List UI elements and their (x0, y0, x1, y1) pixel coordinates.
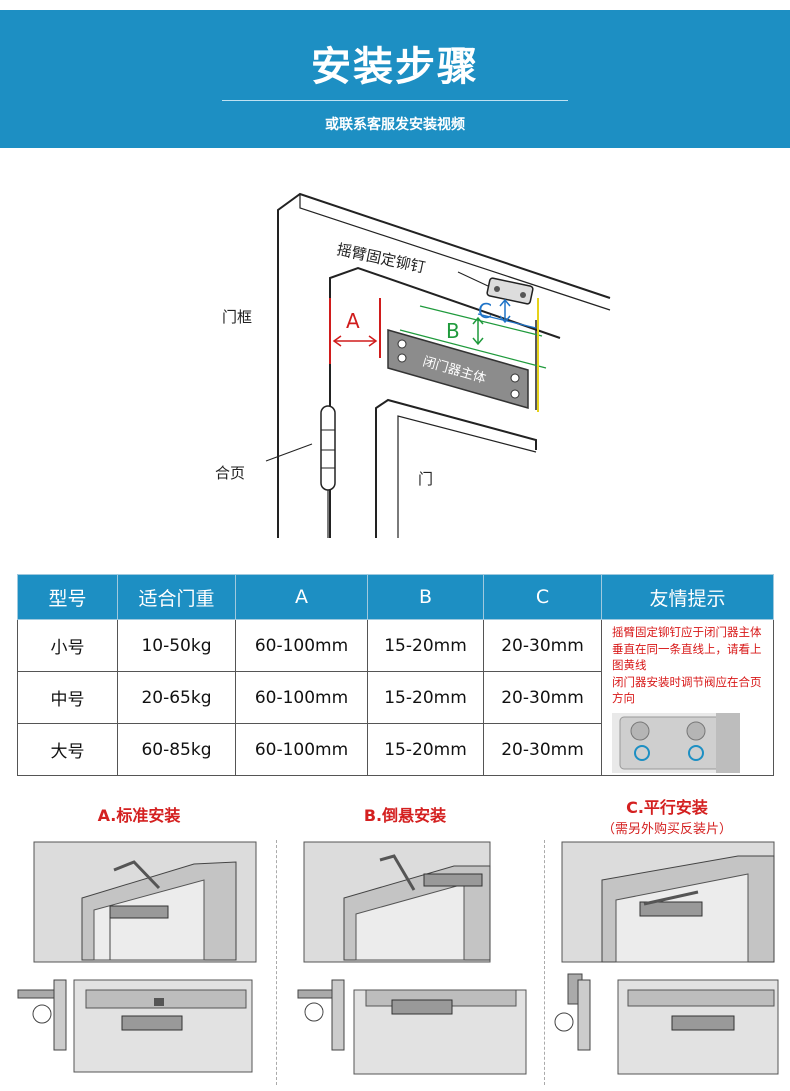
spec-table: 型号 适合门重 A B C 友情提示 小号 10-50kg 60-100mm 1… (17, 574, 774, 776)
dim-c-line (477, 313, 537, 329)
frame-outer-edge (277, 192, 611, 538)
table-row: 大号 60-85kg 60-100mm 15-20mm 20-30mm (17, 723, 774, 776)
cell-b: 15-20mm (367, 723, 484, 776)
spec-table-header-row: 型号 适合门重 A B C 友情提示 (17, 574, 774, 620)
header-b: B (367, 574, 484, 620)
header-a: A (235, 574, 368, 620)
valve-photo (612, 713, 740, 773)
tip-text-1: 摇臂固定铆钉应于闭门器主体垂直在同一条直线上，请看上图黄线 (612, 625, 762, 672)
table-row: 中号 20-65kg 60-100mm 15-20mm 20-30mm (17, 671, 774, 724)
cell-model: 中号 (17, 671, 118, 724)
hinge-shape (320, 405, 336, 491)
door-inner-line (397, 415, 537, 538)
page-title: 安装步骤 (311, 44, 479, 90)
inverted-install-illustration (297, 841, 527, 1075)
cell-c: 20-30mm (483, 671, 602, 724)
install-divider-1 (276, 840, 277, 1085)
header-door-weight: 适合门重 (117, 574, 236, 620)
label-dim-c: C (478, 299, 492, 323)
tip-cell: 摇臂固定铆钉应于闭门器主体垂直在同一条直线上，请看上图黄线 闭门器安装时调节阀应… (601, 619, 774, 776)
cell-a: 60-100mm (235, 619, 368, 672)
cell-a: 60-100mm (235, 723, 368, 776)
label-hinge: 合页 (215, 464, 245, 482)
cell-door-weight: 60-85kg (117, 723, 236, 776)
rivet-plate (486, 277, 534, 305)
install-title-standard: A.标准安装 (97, 806, 181, 825)
label-frame: 门框 (222, 308, 252, 326)
label-dim-b: B (446, 319, 460, 343)
cell-model: 大号 (17, 723, 118, 776)
cell-door-weight: 10-50kg (117, 619, 236, 672)
install-title-parallel: C.平行安装 (626, 798, 708, 817)
cell-a: 60-100mm (235, 671, 368, 724)
header-tip: 友情提示 (601, 574, 774, 620)
label-dim-a: A (346, 309, 360, 333)
cell-c: 20-30mm (483, 619, 602, 672)
door-outline (375, 398, 537, 538)
frame-inner-top (299, 194, 611, 311)
cell-b: 15-20mm (367, 671, 484, 724)
install-diagram: 摇臂固定铆钉 门框 合页 门 闭门器主体 A B C (215, 192, 611, 538)
header-divider (222, 100, 568, 101)
install-divider-2 (544, 840, 545, 1085)
header-model: 型号 (17, 574, 118, 620)
page-subtitle: 或联系客服发安装视频 (325, 117, 465, 133)
install-note-parallel: （需另外购买反装片） (601, 822, 732, 837)
dim-b-line-2 (399, 329, 547, 369)
page-header: 安装步骤 或联系客服发安装视频 (0, 10, 790, 148)
standard-install-illustration (17, 841, 257, 1073)
closer-body-shape (387, 329, 529, 409)
tip-text-2: 闭门器安装时调节阀应在合页方向 (612, 674, 762, 706)
install-title-inverted: B.倒悬安装 (363, 806, 447, 825)
cell-model: 小号 (17, 619, 118, 672)
table-row: 小号 10-50kg 60-100mm 15-20mm 20-30mm 摇臂固定… (17, 619, 774, 776)
cell-c: 20-30mm (483, 723, 602, 776)
cell-door-weight: 20-65kg (117, 671, 236, 724)
header-c: C (483, 574, 602, 620)
cell-b: 15-20mm (367, 619, 484, 672)
label-door: 门 (418, 470, 433, 488)
parallel-install-illustration (554, 841, 779, 1075)
